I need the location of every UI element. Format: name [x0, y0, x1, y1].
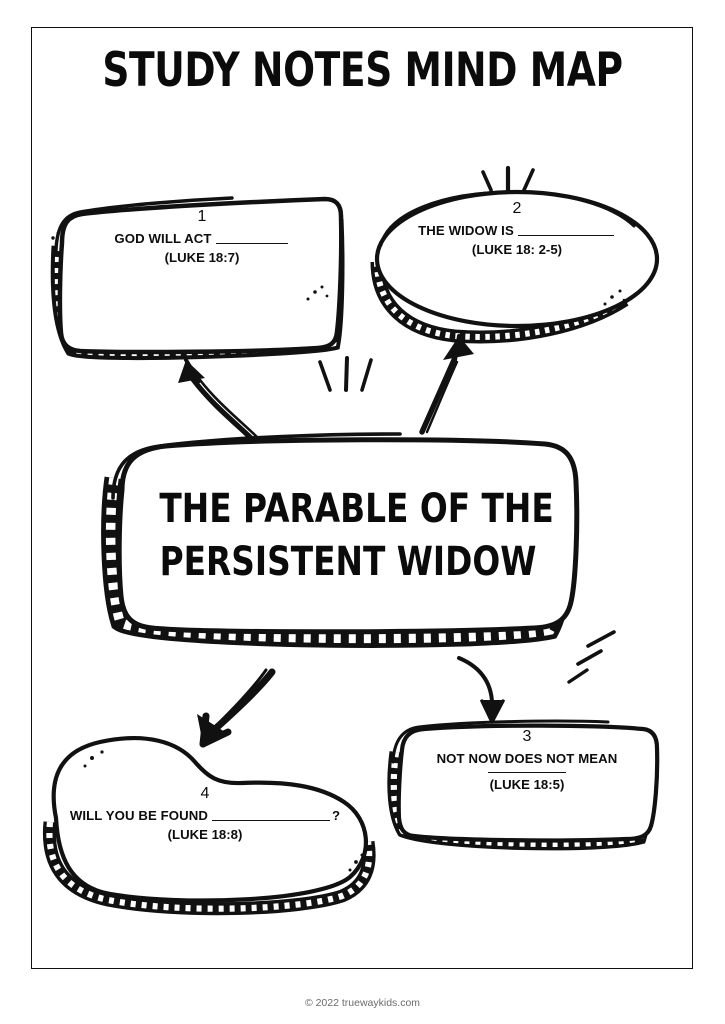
node-4-prompt-trailing: ?: [332, 807, 341, 823]
node-1-number: 1: [197, 208, 207, 225]
node-3-content: 3 NOT NOW DOES NOT MEAN (LUKE 18:5): [400, 728, 654, 794]
footer-copyright: © 2022 truewaykids.com: [304, 997, 421, 1009]
node-4-prompt-text: WILL YOU BE FOUND: [69, 807, 209, 823]
arrow-center-to-node-3: [457, 656, 505, 724]
node-2-shape: [370, 189, 660, 344]
node-2-reference: (LUKE 18: 2-5): [471, 241, 563, 257]
node-3-prompt-text: NOT NOW DOES NOT MEAN: [436, 750, 618, 766]
node-4-number: 4: [200, 785, 210, 802]
node-3-number: 3: [522, 728, 532, 745]
center-node-shape: [101, 432, 580, 648]
node-1-content: 1 GOD WILL ACT (LUKE 18:7): [62, 208, 342, 267]
node-4-content: 4 WILL YOU BE FOUND? (LUKE 18:8): [40, 785, 370, 844]
node-3-blank[interactable]: [488, 771, 566, 773]
spark-marks-above-node-2: [481, 165, 535, 193]
node-1-reference: (LUKE 18:7): [164, 249, 240, 265]
center-line-1: THE PARABLE OF THE: [159, 486, 554, 532]
node-3-prompt: NOT NOW DOES NOT MEAN: [400, 749, 654, 768]
arrow-center-to-node-2: [419, 334, 474, 435]
node-4-prompt: WILL YOU BE FOUND?: [40, 806, 370, 825]
node-1-prompt-text: GOD WILL ACT: [114, 230, 212, 246]
page-border-frame: [31, 27, 693, 969]
node-1-prompt: GOD WILL ACT: [62, 229, 342, 248]
node-1-shape: [50, 196, 345, 361]
node-2-number: 2: [512, 200, 522, 217]
node-3-shape: [387, 719, 660, 851]
node-4-reference: (LUKE 18:8): [167, 826, 243, 842]
node-4-blank[interactable]: [212, 819, 331, 821]
node-4-shape: [42, 735, 376, 916]
center-line-2: PERSISTENT WIDOW: [159, 538, 537, 585]
spark-marks-lower-right: [567, 630, 616, 684]
spark-marks-center: [318, 356, 373, 392]
node-2-prompt-text: THE WIDOW IS: [418, 222, 514, 238]
node-2-prompt: THE WIDOW IS: [380, 221, 654, 240]
node-2-blank[interactable]: [517, 234, 614, 236]
arrow-center-to-node-4: [197, 668, 276, 748]
node-3-reference: (LUKE 18:5): [489, 776, 565, 792]
page-title: STUDY NOTES MIND MAP: [102, 43, 623, 98]
arrow-center-to-node-1: [178, 358, 260, 443]
node-2-content: 2 THE WIDOW IS (LUKE 18: 2-5): [380, 200, 654, 259]
node-1-blank[interactable]: [215, 242, 288, 244]
center-node-content: THE PARABLE OF THE PERSISTENT WIDOW: [159, 483, 554, 589]
